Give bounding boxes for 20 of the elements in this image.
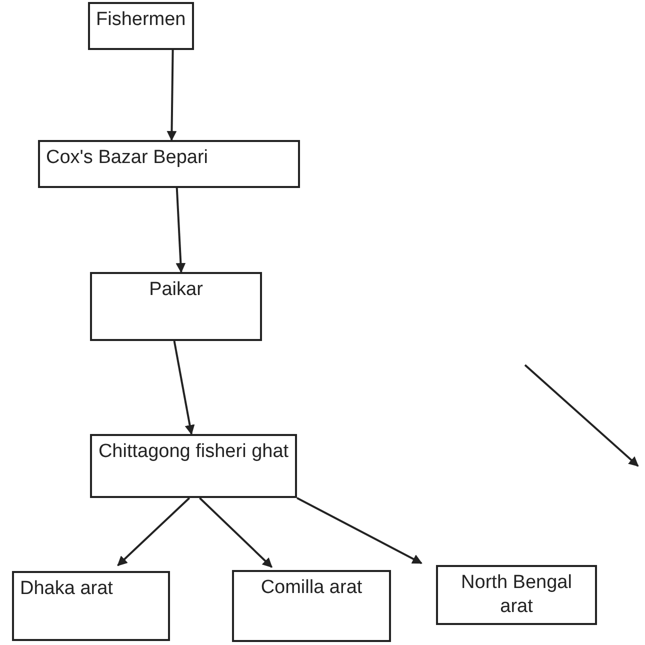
arrow xyxy=(166,50,177,141)
arrow xyxy=(296,497,422,564)
process-box xyxy=(88,2,194,50)
arrow xyxy=(176,188,186,273)
arrow xyxy=(199,497,272,568)
box-label: Cox's Bazar Bepari xyxy=(46,146,208,170)
box-label: Comilla arat xyxy=(260,576,362,600)
process-box xyxy=(90,272,262,341)
process-box xyxy=(90,434,297,498)
box-label: Paikar xyxy=(149,278,203,302)
box-label: Dhaka arat xyxy=(20,577,113,601)
process-box xyxy=(232,570,391,642)
box-label: Chittagong fisheri ghat xyxy=(98,440,289,464)
process-box xyxy=(436,565,597,625)
arrow xyxy=(173,340,195,435)
process-box xyxy=(12,571,170,641)
arrow xyxy=(117,497,190,566)
process-box xyxy=(38,140,300,188)
box-label: North Bengal arat xyxy=(460,571,573,618)
box-label: Fishermen xyxy=(96,8,186,32)
